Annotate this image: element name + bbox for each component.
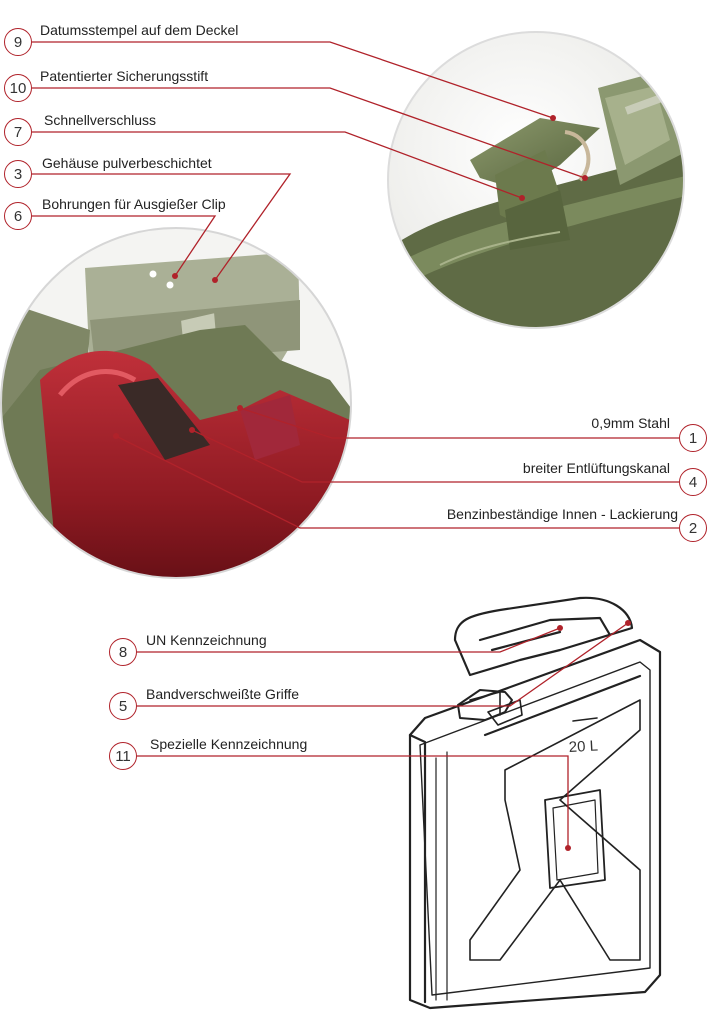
leader-endpoint-9 bbox=[550, 115, 556, 121]
leader-endpoint-1 bbox=[237, 405, 243, 411]
callout-label-5: Bandverschweißte Griffe bbox=[146, 686, 300, 702]
callout-label-4: breiter Entlüftungskanal bbox=[522, 460, 670, 476]
callout-badge-3: 3 bbox=[4, 160, 32, 188]
callout-badge-5: 5 bbox=[109, 692, 137, 720]
callout-badge-4: 4 bbox=[679, 468, 707, 496]
callout-badge-8: 8 bbox=[109, 638, 137, 666]
jerrycan-line-drawing bbox=[408, 596, 662, 1010]
leader-line-6 bbox=[32, 215, 217, 277]
leader-endpoint-4 bbox=[189, 427, 195, 433]
callout-badge-11: 11 bbox=[109, 742, 137, 770]
leader-line-9 bbox=[32, 41, 554, 119]
callout-badge-6: 6 bbox=[4, 202, 32, 230]
callout-label-10: Patentierter Sicherungsstift bbox=[40, 68, 209, 84]
leader-line-5 bbox=[137, 622, 629, 707]
leader-endpoint-6 bbox=[172, 273, 178, 279]
leader-endpoints bbox=[113, 115, 631, 851]
leader-endpoint-10 bbox=[582, 175, 588, 181]
callout-badge-9: 9 bbox=[4, 28, 32, 56]
cap-closeup-photo bbox=[387, 31, 685, 329]
leader-endpoint-5 bbox=[625, 620, 631, 626]
callout-label-6: Bohrungen für Ausgießer Clip bbox=[42, 196, 226, 212]
callout-badge-2: 2 bbox=[679, 514, 707, 542]
callout-label-7: Schnellverschluss bbox=[44, 112, 157, 128]
leader-endpoint-8 bbox=[557, 625, 563, 631]
callout-label-2: Benzinbeständige Innen - Lackierung bbox=[446, 506, 678, 522]
leader-endpoint-7 bbox=[519, 195, 525, 201]
callout-label-9: Datumsstempel auf dem Deckel bbox=[40, 22, 239, 38]
leader-line-8 bbox=[137, 627, 561, 653]
leader-endpoint-2 bbox=[113, 433, 119, 439]
leader-endpoint-3 bbox=[212, 277, 218, 283]
callout-label-1: 0,9mm Stahl bbox=[591, 415, 670, 431]
callout-badge-7: 7 bbox=[4, 118, 32, 146]
callout-label-3: Gehäuse pulverbeschichtet bbox=[42, 155, 212, 171]
leader-line-1 bbox=[239, 407, 679, 439]
leader-line-3 bbox=[32, 173, 292, 281]
leader-lines bbox=[32, 41, 679, 848]
leader-endpoint-11 bbox=[565, 845, 571, 851]
callout-badge-1: 1 bbox=[679, 424, 707, 452]
callout-badge-10: 10 bbox=[4, 74, 32, 102]
leader-line-10 bbox=[32, 87, 586, 179]
leader-line-4 bbox=[191, 429, 679, 483]
callout-label-11: Spezielle Kennzeichnung bbox=[150, 736, 308, 752]
leader-line-11 bbox=[137, 755, 569, 848]
leader-line-2 bbox=[115, 435, 679, 529]
seam-closeup-photo bbox=[0, 227, 352, 579]
callout-label-8: UN Kennzeichnung bbox=[146, 632, 267, 648]
can-marking: 20 L bbox=[568, 737, 598, 756]
leader-line-7 bbox=[32, 131, 523, 199]
